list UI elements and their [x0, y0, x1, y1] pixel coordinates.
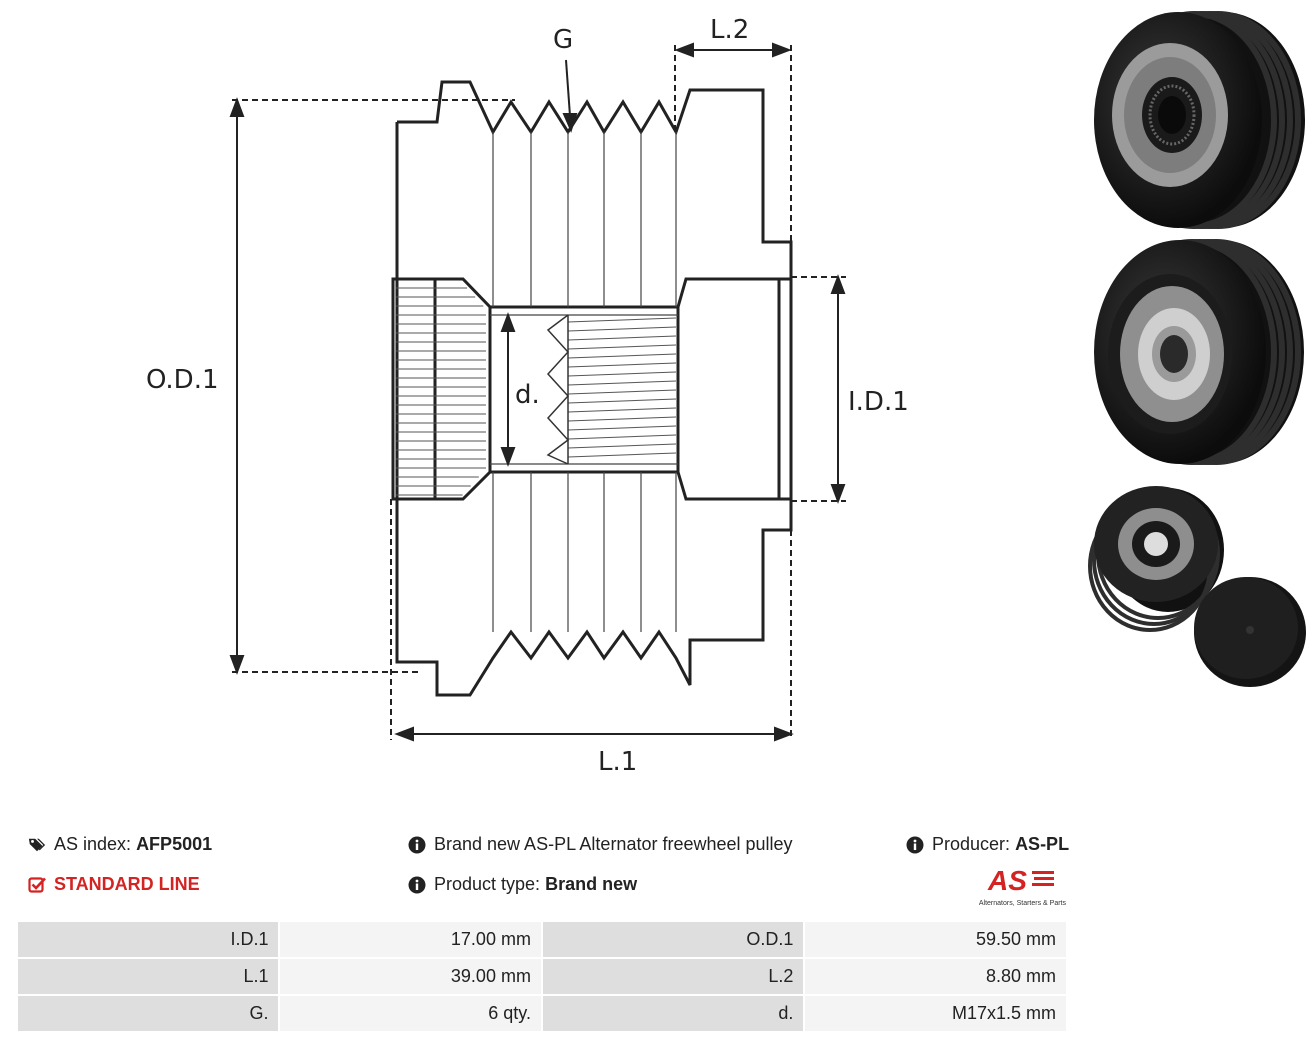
spec-value: 6 qty.: [278, 994, 543, 1033]
line-label: STANDARD LINE: [54, 874, 200, 894]
info-icon: [408, 836, 426, 853]
description-row: Brand new AS-PL Alternator freewheel pul…: [408, 834, 793, 855]
spec-value: M17x1.5 mm: [803, 994, 1068, 1033]
label-l1: L.1: [598, 747, 637, 777]
as-pl-logo: AS Alternators, Starters & Parts: [966, 865, 1066, 907]
as-index-value: AFP5001: [136, 834, 213, 854]
spec-value: 8.80 mm: [803, 957, 1068, 996]
product-type-row: Product type: Brand new: [408, 874, 637, 895]
logo-tagline: Alternators, Starters & Parts: [978, 900, 1066, 907]
spec-value: 59.50 mm: [803, 920, 1068, 959]
pulley-photo-rear: [1094, 239, 1304, 465]
spec-value: 39.00 mm: [278, 957, 543, 996]
line-row: STANDARD LINE: [28, 874, 200, 895]
label-id1: I.D.1: [848, 387, 909, 417]
description-text: Brand new AS-PL Alternator freewheel pul…: [434, 834, 793, 854]
spec-key: d.: [540, 994, 806, 1033]
product-type-label: Product type:: [434, 874, 541, 894]
info-icon: [906, 836, 924, 853]
spec-key: O.D.1: [540, 920, 806, 959]
spec-key: L.1: [15, 957, 281, 996]
info-icon: [408, 876, 426, 893]
producer-row: Producer: AS-PL: [906, 834, 1069, 855]
check-square-icon: [28, 876, 46, 893]
spec-value: 17.00 mm: [278, 920, 543, 959]
producer-label: Producer:: [932, 834, 1011, 854]
label-l2: L.2: [710, 15, 749, 45]
label-od1: O.D.1: [146, 365, 219, 395]
as-index-label: AS index:: [54, 834, 132, 854]
as-logo-mark: AS: [987, 865, 1054, 896]
pulley-photo-front: [1094, 11, 1305, 229]
spec-key: G.: [15, 994, 281, 1033]
pulley-photo-with-cap: [1088, 486, 1306, 687]
product-type-value: Brand new: [545, 874, 638, 894]
spec-key: I.D.1: [15, 920, 281, 959]
logo-mark-text: AS: [987, 866, 1027, 894]
left-hub: [391, 277, 437, 501]
spec-key: L.2: [540, 957, 806, 996]
label-d: d.: [515, 380, 540, 410]
label-g: G: [553, 25, 573, 55]
tags-icon: [28, 838, 46, 851]
bore: [488, 305, 680, 474]
technical-drawing: G L.2 O.D.1 I.D.1 d. L.1: [146, 15, 909, 777]
as-index-row: AS index: AFP5001: [28, 834, 212, 855]
producer-value: AS-PL: [1015, 834, 1070, 854]
pulley-outline: [395, 80, 793, 697]
spec-row: G.6 qty.d.M17x1.5 mm: [15, 994, 1068, 1033]
